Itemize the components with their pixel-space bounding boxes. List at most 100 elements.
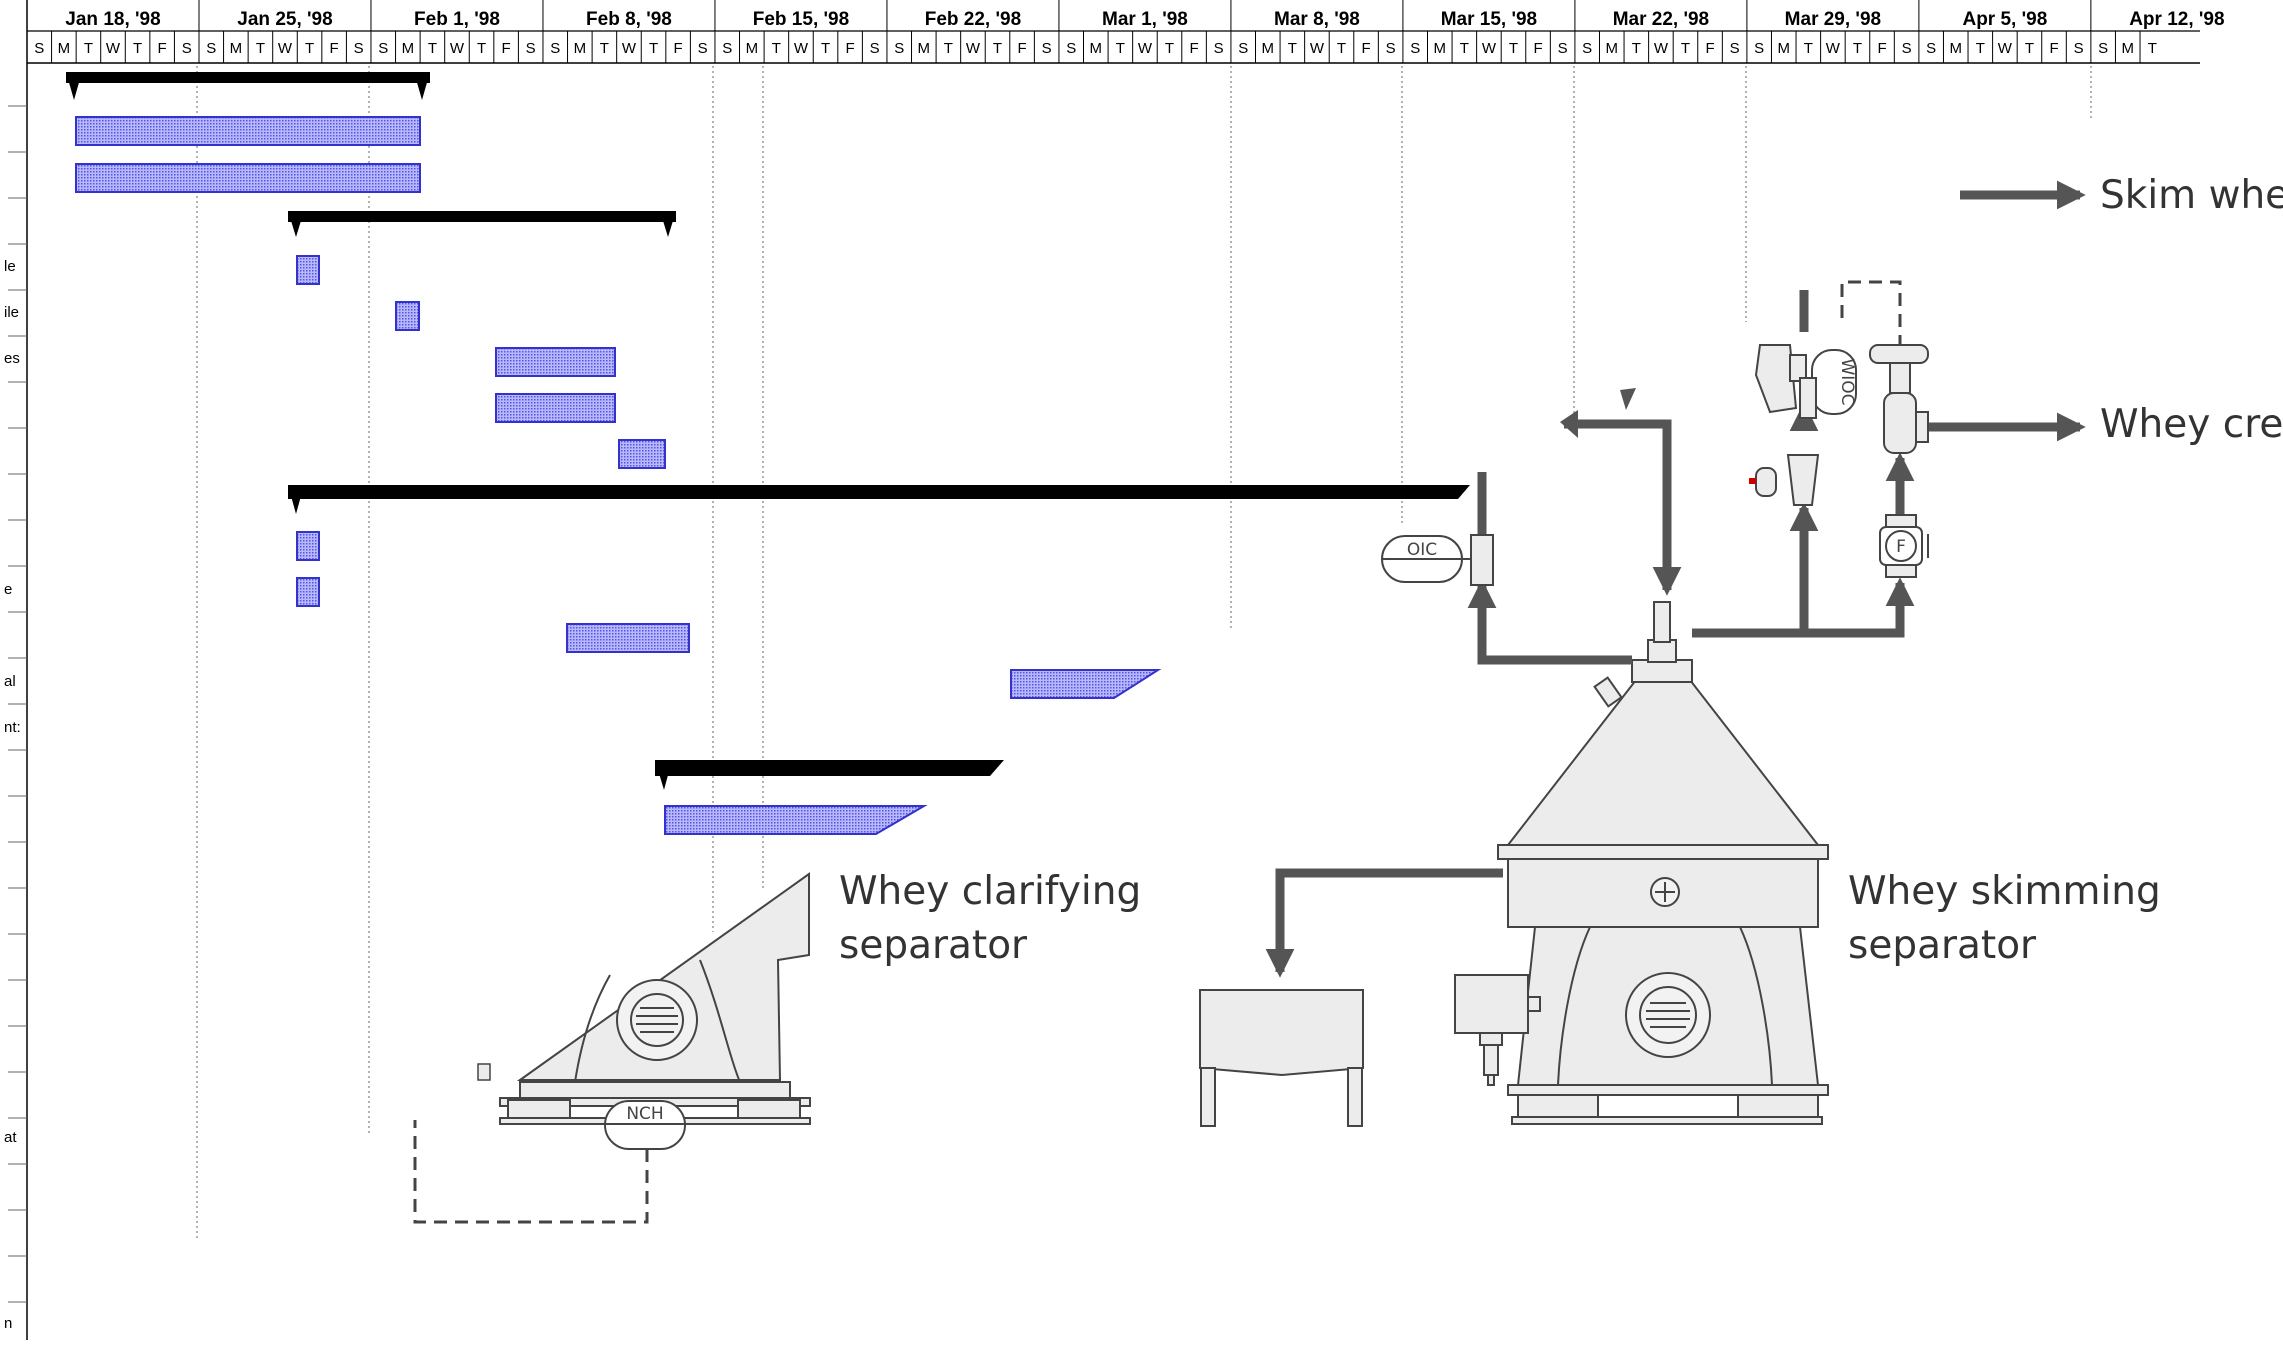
day-letter: M (58, 40, 71, 57)
day-letter: T (2148, 40, 2157, 57)
day-letter: T (649, 40, 658, 57)
day-letter: F (674, 40, 683, 57)
row-fragment-5: al (4, 673, 16, 690)
week-label: Feb 1, '98 (414, 9, 500, 30)
day-letter: T (2025, 40, 2034, 57)
day-letter: W (622, 40, 637, 57)
day-letter: M (2121, 40, 2134, 57)
task-bar[interactable] (664, 805, 928, 835)
task-bar[interactable] (296, 577, 320, 607)
week-label: Feb 15, '98 (753, 9, 849, 30)
day-letter: T (84, 40, 93, 57)
summary-bar[interactable] (655, 760, 1004, 790)
day-letter: S (1902, 40, 1912, 57)
skim-whey-label: Skim whey (2100, 173, 2283, 218)
flow-meter: F (1885, 530, 1929, 562)
day-letter: T (993, 40, 1002, 57)
week-label: Jan 18, '98 (65, 9, 160, 30)
day-letter: M (1949, 40, 1962, 57)
day-letter: T (1804, 40, 1813, 57)
day-letter: M (402, 40, 415, 57)
day-letter: T (477, 40, 486, 57)
day-letter: W (1138, 40, 1153, 57)
occluding-corner (1620, 388, 1636, 410)
timescale-header: Jan 18, '98 Jan 25, '98 Feb 1, '98 Feb 8, '… (0, 0, 2283, 64)
day-letter: F (158, 40, 167, 57)
day-letter: T (821, 40, 830, 57)
skimming-separator (1497, 601, 1829, 1125)
day-letter: F (502, 40, 511, 57)
week-label: Feb 8, '98 (586, 9, 672, 30)
f-tag: F (1896, 537, 1906, 557)
day-letter: S (1730, 40, 1740, 57)
whey-cream-label: Whey crea (2100, 402, 2283, 447)
task-table-edge: le ile es e al nt: at n (4, 64, 28, 1340)
occluding-pipe-corner (1560, 410, 1578, 438)
day-letter: S (526, 40, 536, 57)
row-fragment-7: at (4, 1129, 17, 1146)
day-letter: S (1410, 40, 1420, 57)
day-letter: T (428, 40, 437, 57)
day-letter: S (870, 40, 880, 57)
day-letter: M (574, 40, 587, 57)
week-label: Mar 29, '98 (1785, 9, 1881, 30)
task-bar[interactable] (75, 116, 421, 146)
row-fragment-6: nt: (4, 719, 21, 736)
day-letter: M (1090, 40, 1103, 57)
day-letter: S (550, 40, 560, 57)
day-letter: S (1926, 40, 1936, 57)
summary-bar[interactable] (66, 72, 430, 100)
task-bar[interactable] (495, 393, 616, 423)
day-letter: W (450, 40, 465, 57)
day-letter: T (944, 40, 953, 57)
day-letter: W (1654, 40, 1669, 57)
row-ticks (8, 105, 27, 1303)
motor-control-box (1454, 974, 1541, 1086)
day-letter: T (1337, 40, 1346, 57)
skimming-label-line1: Whey skimming (1848, 869, 2161, 914)
task-bar[interactable] (1010, 669, 1162, 699)
wioc-valve-cluster (1754, 344, 1929, 578)
task-bar[interactable] (395, 301, 420, 331)
task-bar[interactable] (495, 347, 616, 377)
summary-bar[interactable] (288, 485, 1470, 514)
task-bar[interactable] (296, 255, 320, 285)
task-bar[interactable] (296, 531, 320, 561)
day-letter: T (256, 40, 265, 57)
week-label: Jan 25, '98 (237, 9, 332, 30)
day-letter: F (1877, 40, 1886, 57)
row-label-fragments: le ile es e al nt: at n (4, 258, 21, 1332)
day-letter: M (746, 40, 759, 57)
task-bar[interactable] (566, 623, 690, 653)
day-letter: W (278, 40, 293, 57)
day-letter: T (1288, 40, 1297, 57)
day-letter: S (1214, 40, 1224, 57)
row-fragment-3: es (4, 350, 20, 367)
day-letter: S (1558, 40, 1568, 57)
oic-tag: OIC (1407, 540, 1437, 560)
day-letter: M (918, 40, 931, 57)
week-label: Mar 8, '98 (1274, 9, 1360, 30)
day-letter: T (1853, 40, 1862, 57)
nch-instrument: NCH (604, 1100, 686, 1150)
day-letter: F (1017, 40, 1026, 57)
summary-bar[interactable] (288, 211, 676, 237)
task-bar[interactable] (75, 163, 421, 193)
day-letter: T (305, 40, 314, 57)
day-letter: W (106, 40, 121, 57)
day-letter: M (1606, 40, 1619, 57)
row-fragment-1: le (4, 258, 16, 275)
day-letter: F (1361, 40, 1370, 57)
day-letter: W (1482, 40, 1497, 57)
day-letter: S (182, 40, 192, 57)
task-bar[interactable] (618, 439, 666, 469)
day-letter: T (1976, 40, 1985, 57)
day-letter: S (206, 40, 216, 57)
week-label: Apr 5, '98 (1962, 9, 2047, 30)
day-letter: S (1754, 40, 1764, 57)
nch-signal-loop (413, 1120, 649, 1224)
day-letter: F (1189, 40, 1198, 57)
week-ticks (26, 0, 2092, 31)
day-letter: S (2074, 40, 2084, 57)
